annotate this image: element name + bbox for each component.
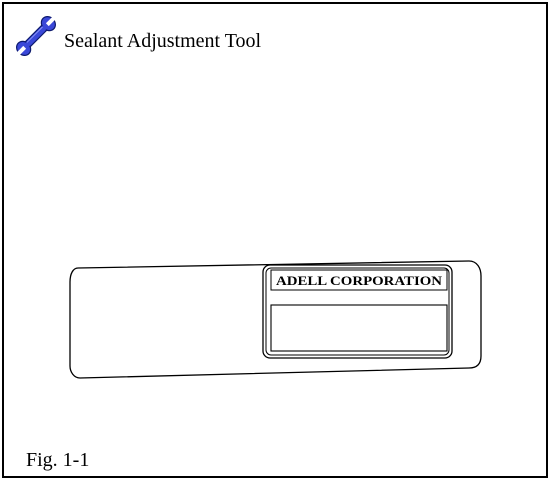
brand-box <box>270 269 448 291</box>
brand-label: ADELL CORPORATION <box>276 274 442 288</box>
wrench-icon <box>16 16 56 56</box>
figure-caption: Fig. 1-1 <box>26 449 90 471</box>
label-plate-outer <box>262 264 453 359</box>
document-panel <box>2 2 548 478</box>
page-title: Sealant Adjustment Tool <box>64 30 262 52</box>
tool-body-outline <box>69 260 482 379</box>
display-window <box>270 304 448 352</box>
label-plate-inner <box>265 267 450 356</box>
